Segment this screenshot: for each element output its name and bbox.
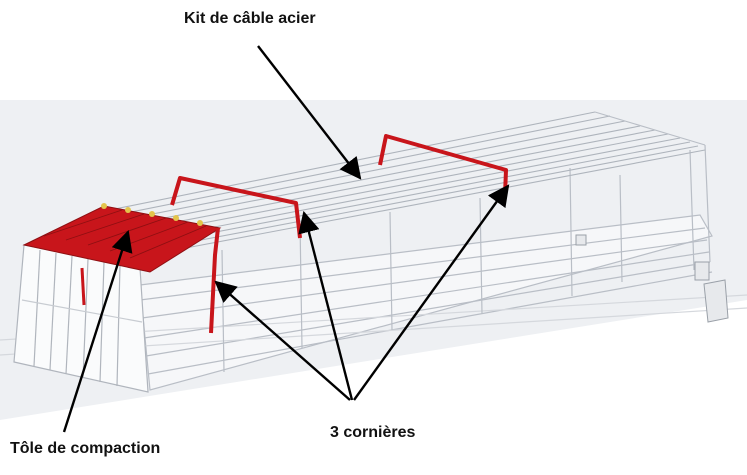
label-compaction-plate: Tôle de compaction <box>10 440 161 457</box>
arrow-compaction-plate <box>62 229 133 433</box>
callout-arrows <box>62 45 510 433</box>
corner-angles <box>170 134 508 334</box>
arrow-corner-left <box>214 280 351 401</box>
arrow-corner-middle <box>298 210 354 401</box>
side-posts <box>221 144 711 373</box>
label-corners: 3 cornières <box>330 424 416 441</box>
label-cable-kit: Kit de câble acier <box>184 10 316 27</box>
front-brackets <box>575 234 729 323</box>
corner-angle-3 <box>378 134 508 196</box>
arrow-cable-kit <box>257 45 362 180</box>
corner-angle-2 <box>170 176 302 239</box>
arrow-corner-right <box>353 184 510 401</box>
corner-angle-1 <box>209 227 220 334</box>
rear-panel <box>13 244 149 393</box>
